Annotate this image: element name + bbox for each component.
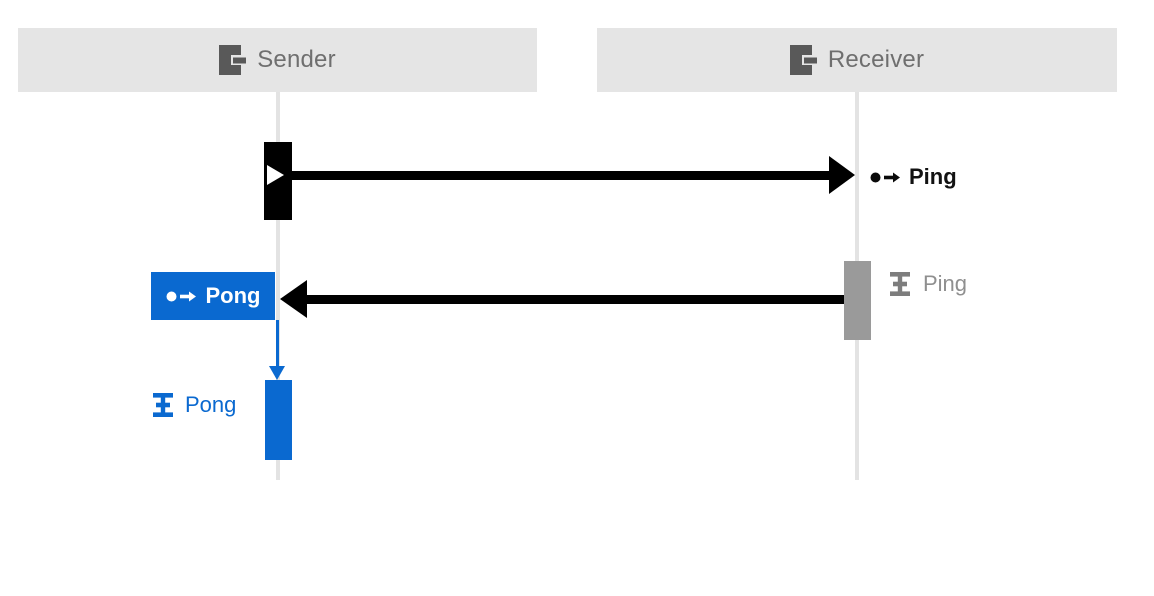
lifeline-sender bbox=[276, 92, 280, 480]
message-label: Ping bbox=[923, 271, 968, 296]
pong-send-label-selected[interactable]: Pong bbox=[151, 272, 275, 320]
ping-arrow-line bbox=[292, 171, 830, 180]
pong-handler-label[interactable]: Pong bbox=[153, 383, 236, 427]
endpoint-icon bbox=[219, 45, 247, 75]
ping-arrowhead-icon bbox=[829, 156, 855, 194]
send-message-icon bbox=[166, 290, 197, 303]
selection-connector-arrowhead-icon bbox=[269, 366, 285, 380]
participant-label-sender: Sender bbox=[257, 46, 336, 73]
send-message-icon bbox=[870, 171, 901, 184]
pong-arrowhead-icon bbox=[280, 280, 307, 318]
participant-header-sender[interactable]: Sender bbox=[18, 28, 537, 92]
message-label: Pong bbox=[185, 392, 237, 417]
activation-ping-handler[interactable] bbox=[844, 261, 871, 340]
activation-pong-handler[interactable] bbox=[265, 380, 292, 460]
participant-header-receiver[interactable]: Receiver bbox=[597, 28, 1117, 92]
play-icon bbox=[267, 165, 284, 185]
handler-process-icon bbox=[890, 272, 910, 296]
ping-send-label[interactable]: Ping bbox=[870, 155, 957, 199]
message-label: Ping bbox=[909, 164, 957, 189]
message-label: Pong bbox=[205, 283, 261, 308]
participant-label-receiver: Receiver bbox=[827, 46, 925, 73]
pong-arrow-line bbox=[304, 295, 844, 304]
activation-ping-send[interactable] bbox=[264, 142, 292, 220]
ping-handler-label[interactable]: Ping bbox=[890, 262, 967, 306]
handler-process-icon bbox=[153, 393, 173, 417]
selection-connector-line bbox=[276, 320, 279, 367]
endpoint-icon bbox=[789, 45, 817, 75]
